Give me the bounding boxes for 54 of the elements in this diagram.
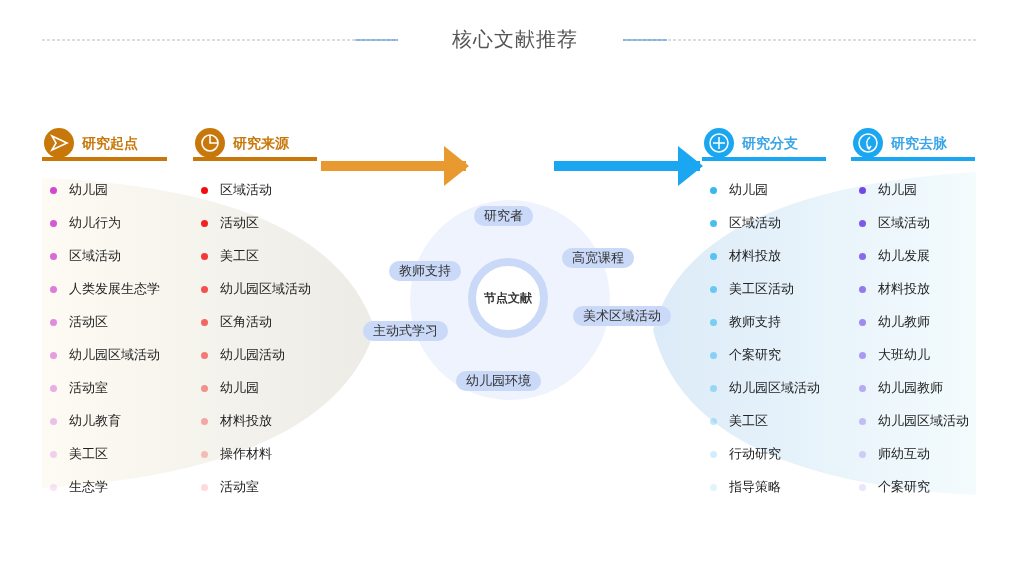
list-item: 师幼互动	[878, 445, 930, 463]
list-item: 幼儿园	[220, 379, 259, 397]
list-item: 幼儿园教师	[878, 379, 943, 397]
page-title: 核心文献推荐	[450, 26, 579, 53]
list-item: 个案研究	[878, 478, 930, 496]
list-item: 区域活动	[69, 247, 121, 265]
list-item: 操作材料	[220, 445, 272, 463]
list-item: 幼儿园	[729, 181, 768, 199]
list-item: 指导策略	[729, 478, 781, 496]
list-item: 材料投放	[878, 280, 930, 298]
keyword-pill: 幼儿园环境	[456, 371, 541, 391]
list-item: 美工区	[729, 412, 768, 430]
list-item: 活动区	[220, 214, 259, 232]
list-item: 幼儿园区域活动	[729, 379, 820, 397]
list-item: 幼儿教师	[878, 313, 930, 331]
list-item: 美工区	[69, 445, 108, 463]
list-item: 幼儿园区域活动	[69, 346, 160, 364]
keyword-pill: 美术区域活动	[573, 306, 671, 326]
column-heading: 研究起点	[82, 134, 138, 153]
list-item: 幼儿园区域活动	[878, 412, 969, 430]
list-item: 人类发展生态学	[69, 280, 160, 298]
list-item: 材料投放	[220, 412, 272, 430]
list-item: 幼儿发展	[878, 247, 930, 265]
list-item: 大班幼儿	[878, 346, 930, 364]
center-circle: 节点文献	[468, 258, 548, 338]
column-heading: 研究分支	[742, 134, 798, 153]
keyword-pill: 主动式学习	[363, 321, 448, 341]
list-item: 区域活动	[878, 214, 930, 232]
list-item: 材料投放	[729, 247, 781, 265]
list-item: 幼儿园活动	[220, 346, 285, 364]
keyword-pill: 研究者	[474, 206, 533, 226]
list-item: 活动室	[220, 478, 259, 496]
list-item: 幼儿教育	[69, 412, 121, 430]
column-heading: 研究去脉	[891, 134, 947, 153]
list-item: 区角活动	[220, 313, 272, 331]
list-item: 美工区活动	[729, 280, 794, 298]
keyword-pill: 教师支持	[389, 261, 461, 281]
list-item: 幼儿园区域活动	[220, 280, 311, 298]
list-item: 幼儿园	[878, 181, 917, 199]
list-item: 幼儿行为	[69, 214, 121, 232]
list-item: 教师支持	[729, 313, 781, 331]
list-item: 区域活动	[729, 214, 781, 232]
list-item: 美工区	[220, 247, 259, 265]
arrow	[321, 146, 469, 186]
list-item: 生态学	[69, 478, 108, 496]
arrow	[554, 146, 703, 186]
list-item: 幼儿园	[69, 181, 108, 199]
list-item: 区域活动	[220, 181, 272, 199]
list-item: 活动区	[69, 313, 108, 331]
column-heading: 研究来源	[233, 134, 289, 153]
keyword-pill: 高宽课程	[562, 248, 634, 268]
list-item: 个案研究	[729, 346, 781, 364]
list-item: 行动研究	[729, 445, 781, 463]
list-item: 活动室	[69, 379, 108, 397]
